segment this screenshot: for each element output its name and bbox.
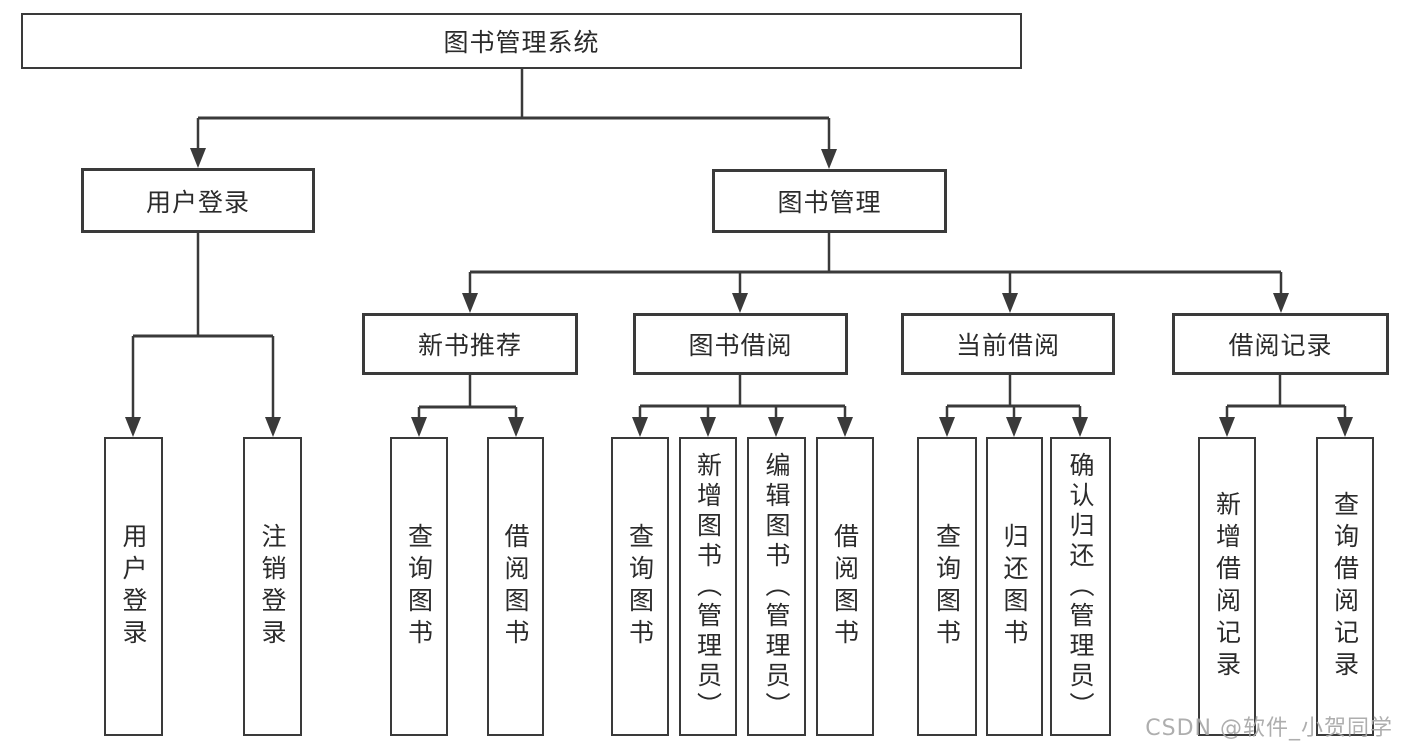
connector-new-books-children — [411, 375, 524, 437]
node-current-borrowing: 当前借阅 — [901, 313, 1115, 375]
node-borrow-records: 借阅记录 — [1172, 313, 1389, 375]
connector-borrow-records-children — [1219, 375, 1353, 437]
leaf-user-login: 用户登录 — [104, 437, 163, 736]
connector-current-borrow-children — [939, 375, 1088, 437]
leaf-bb-add-books-admin: 新增图书（管理员） — [679, 437, 737, 736]
connector-user-login-children — [125, 233, 281, 437]
node-book-borrowing: 图书借阅 — [633, 313, 848, 375]
leaf-cb-query-books: 查询图书 — [917, 437, 977, 736]
connector-root-to-level2 — [190, 69, 837, 169]
node-book-management: 图书管理 — [712, 169, 947, 233]
leaf-bb-edit-books-admin: 编辑图书（管理员） — [747, 437, 806, 736]
watermark-text: CSDN @软件_小贺同学 — [1145, 716, 1393, 741]
leaf-br-add-record: 新增借阅记录 — [1198, 437, 1256, 736]
connector-book-mgmt-to-level3 — [462, 233, 1289, 313]
leaf-bb-borrow-books: 借阅图书 — [816, 437, 874, 736]
connector-book-borrow-children — [632, 375, 853, 437]
node-library-system: 图书管理系统 — [21, 13, 1022, 69]
leaf-cb-confirm-return-admin: 确认归还（管理员） — [1050, 437, 1111, 736]
leaf-nb-borrow-books: 借阅图书 — [487, 437, 544, 736]
node-user-login: 用户登录 — [81, 168, 315, 233]
leaf-logout: 注销登录 — [243, 437, 302, 736]
node-new-book-recommend: 新书推荐 — [362, 313, 578, 375]
leaf-bb-query-books: 查询图书 — [611, 437, 669, 736]
leaf-nb-query-books: 查询图书 — [390, 437, 448, 736]
leaf-cb-return-books: 归还图书 — [986, 437, 1043, 736]
leaf-br-query-record: 查询借阅记录 — [1316, 437, 1374, 736]
